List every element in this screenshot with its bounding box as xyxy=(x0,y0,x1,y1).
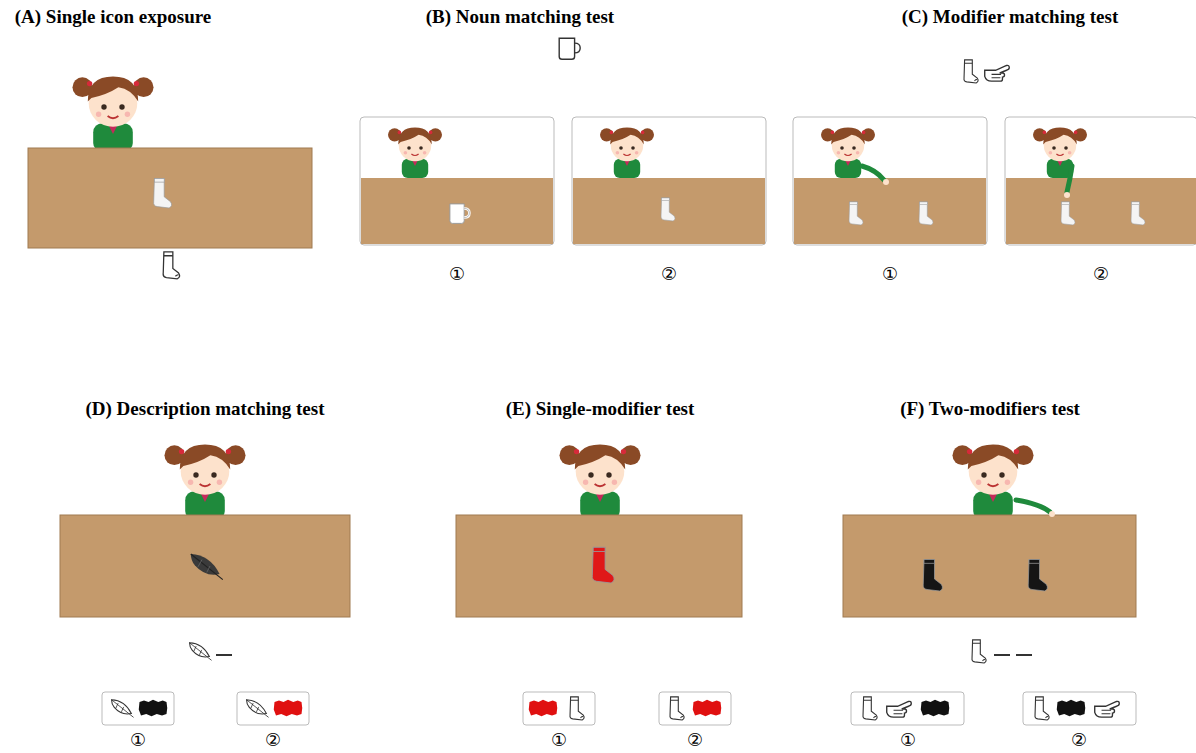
illustration-part xyxy=(191,554,223,580)
illustration-part xyxy=(570,697,584,720)
illustration-part xyxy=(360,117,766,245)
illustration-part xyxy=(972,640,986,663)
illustration-part xyxy=(1016,654,1032,656)
illustration-part xyxy=(862,166,884,180)
illustration-part xyxy=(1035,697,1049,720)
option-number: ① xyxy=(449,263,465,284)
illustration-part xyxy=(994,654,1010,656)
illustration-part xyxy=(360,117,554,245)
illustration-part xyxy=(794,178,986,244)
option-number: ① xyxy=(900,729,916,750)
option-number: ① xyxy=(551,729,567,750)
illustration-part xyxy=(560,444,641,520)
illustration-part xyxy=(793,117,987,245)
illustration-part xyxy=(559,38,580,59)
illustration-part xyxy=(1067,166,1072,192)
illustration-part xyxy=(573,178,765,244)
illustration-part xyxy=(919,202,933,225)
option-number: ① xyxy=(882,263,898,284)
illustration-part xyxy=(921,700,950,717)
illustration-part xyxy=(670,697,684,720)
illustration-part xyxy=(1023,692,1136,725)
illustration-part xyxy=(361,178,553,244)
illustration-part xyxy=(73,76,154,152)
illustration-part xyxy=(953,444,1034,520)
illustration-part xyxy=(964,60,978,83)
illustration-part xyxy=(165,444,246,520)
illustration-part xyxy=(659,692,731,725)
illustration-part xyxy=(1049,511,1055,517)
illustration-part xyxy=(60,515,350,617)
illustration-part xyxy=(456,515,742,617)
illustration-part xyxy=(247,700,269,718)
illustration-part xyxy=(388,128,442,178)
option-number: ② xyxy=(1071,729,1087,750)
illustration-part xyxy=(1064,192,1070,198)
illustration-part xyxy=(523,692,595,725)
illustration-part xyxy=(1006,178,1196,244)
illustration-part xyxy=(863,697,877,720)
option-number: ① xyxy=(130,729,146,750)
illustration-part xyxy=(793,117,1196,245)
panel-title: (F) Two-modifiers test xyxy=(900,398,1080,420)
illustration-part xyxy=(1057,700,1086,717)
illustration-part xyxy=(529,700,558,717)
option-number: ② xyxy=(265,729,281,750)
illustration-part xyxy=(985,65,1010,81)
illustration-part xyxy=(1131,202,1145,225)
illustration-part xyxy=(883,179,889,185)
illustration-part xyxy=(274,700,303,717)
panel-title: (B) Noun matching test xyxy=(426,6,614,28)
illustration-part xyxy=(163,252,179,279)
illustration-part xyxy=(851,692,964,725)
illustration-part xyxy=(849,202,863,225)
illustration-part xyxy=(923,560,942,592)
illustration-part xyxy=(693,700,722,717)
illustration-part xyxy=(1005,117,1196,245)
option-number: ② xyxy=(687,729,703,750)
illustration-part xyxy=(154,179,172,208)
illustration-part xyxy=(237,692,309,725)
illustration-part xyxy=(843,515,1136,617)
illustration-part xyxy=(1061,202,1075,225)
illustration-part xyxy=(112,700,134,718)
illustration-part xyxy=(190,643,212,661)
illustration-part xyxy=(1028,560,1047,592)
illustration-part xyxy=(1095,701,1120,717)
illustration-part xyxy=(1016,500,1050,512)
panel-title: (E) Single-modifier test xyxy=(506,398,695,420)
panel-title: (C) Modifier matching test xyxy=(902,6,1119,28)
illustration-part xyxy=(821,128,875,178)
illustration-part xyxy=(572,117,766,245)
panel-title: (A) Single icon exposure xyxy=(15,6,212,28)
option-number: ② xyxy=(1093,263,1109,284)
illustration-part xyxy=(661,198,675,221)
option-number: ② xyxy=(661,263,677,284)
panel-title: (D) Description matching test xyxy=(85,398,324,420)
illustration-part xyxy=(450,204,470,224)
illustration-part xyxy=(102,692,174,725)
illustration-part xyxy=(600,128,654,178)
illustration-part xyxy=(139,700,168,717)
illustration-part xyxy=(887,701,912,717)
illustration-part xyxy=(1033,128,1087,178)
illustration-part xyxy=(216,654,232,656)
illustration-part xyxy=(592,547,614,583)
illustration-part xyxy=(28,148,312,248)
